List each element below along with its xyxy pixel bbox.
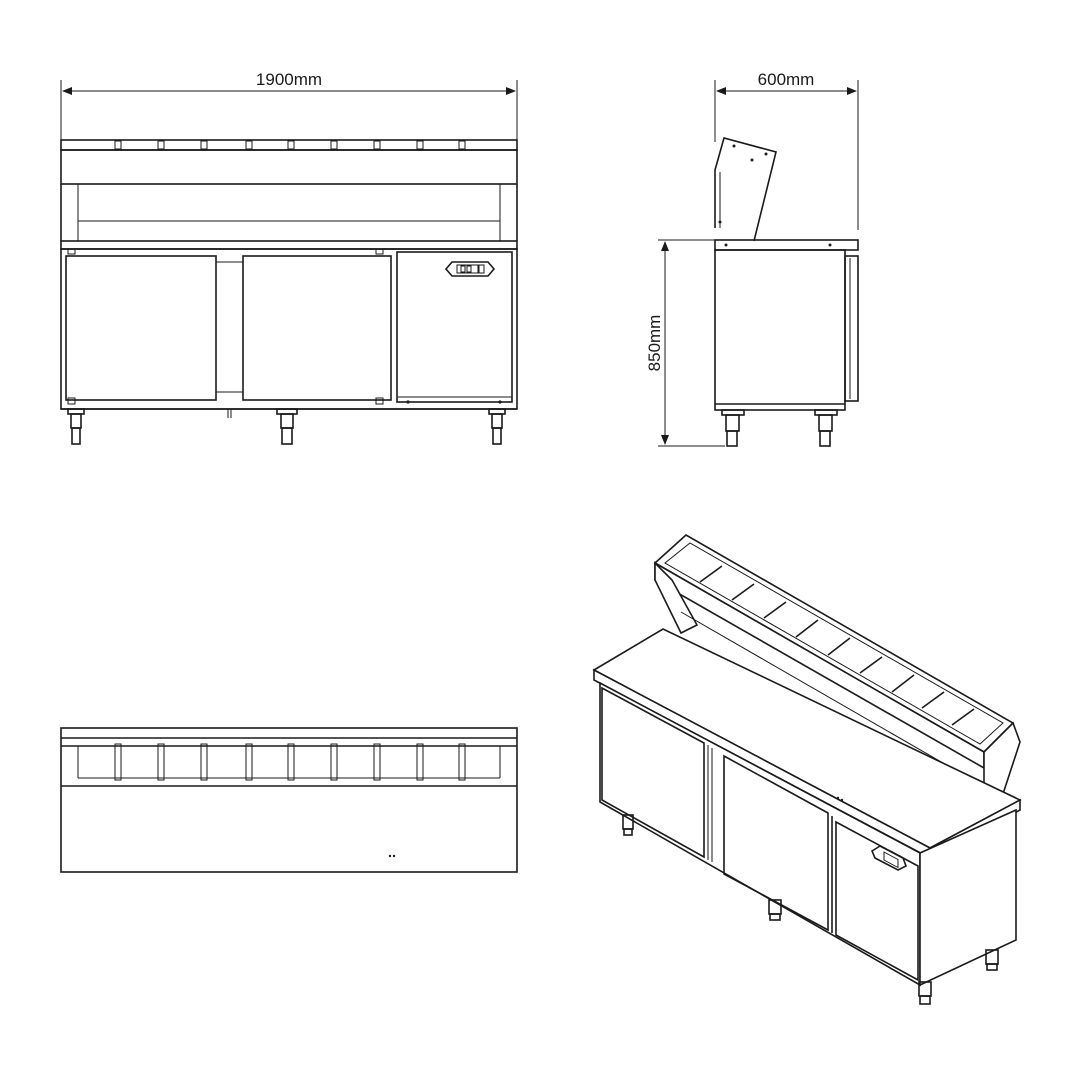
depth-label: 600mm	[758, 70, 815, 89]
width-label: 1900mm	[256, 70, 322, 89]
side-view: 600mm 850mm	[645, 70, 859, 447]
pan-dividers-top	[114, 140, 466, 150]
side-legs	[721, 409, 838, 447]
width-dimension: 1900mm	[60, 70, 518, 140]
iso-control-panel-icon	[870, 845, 908, 871]
isometric-view	[592, 534, 1022, 1005]
top-view	[60, 727, 518, 873]
height-label: 850mm	[645, 315, 664, 372]
front-door-left	[65, 255, 217, 401]
iso-legs	[622, 814, 999, 1005]
front-view: 1900mm	[60, 70, 518, 445]
pan-dividers-iso	[699, 565, 975, 726]
iso-door-left	[601, 686, 705, 859]
front-door-right	[396, 251, 513, 403]
front-door-middle	[242, 255, 392, 401]
pan-dividers-top-view	[114, 743, 466, 781]
control-panel-icon	[444, 261, 496, 277]
front-legs	[67, 408, 506, 445]
height-dimension: 850mm	[645, 239, 725, 447]
depth-dimension: 600mm	[714, 70, 859, 230]
iso-door-middle	[723, 754, 829, 932]
